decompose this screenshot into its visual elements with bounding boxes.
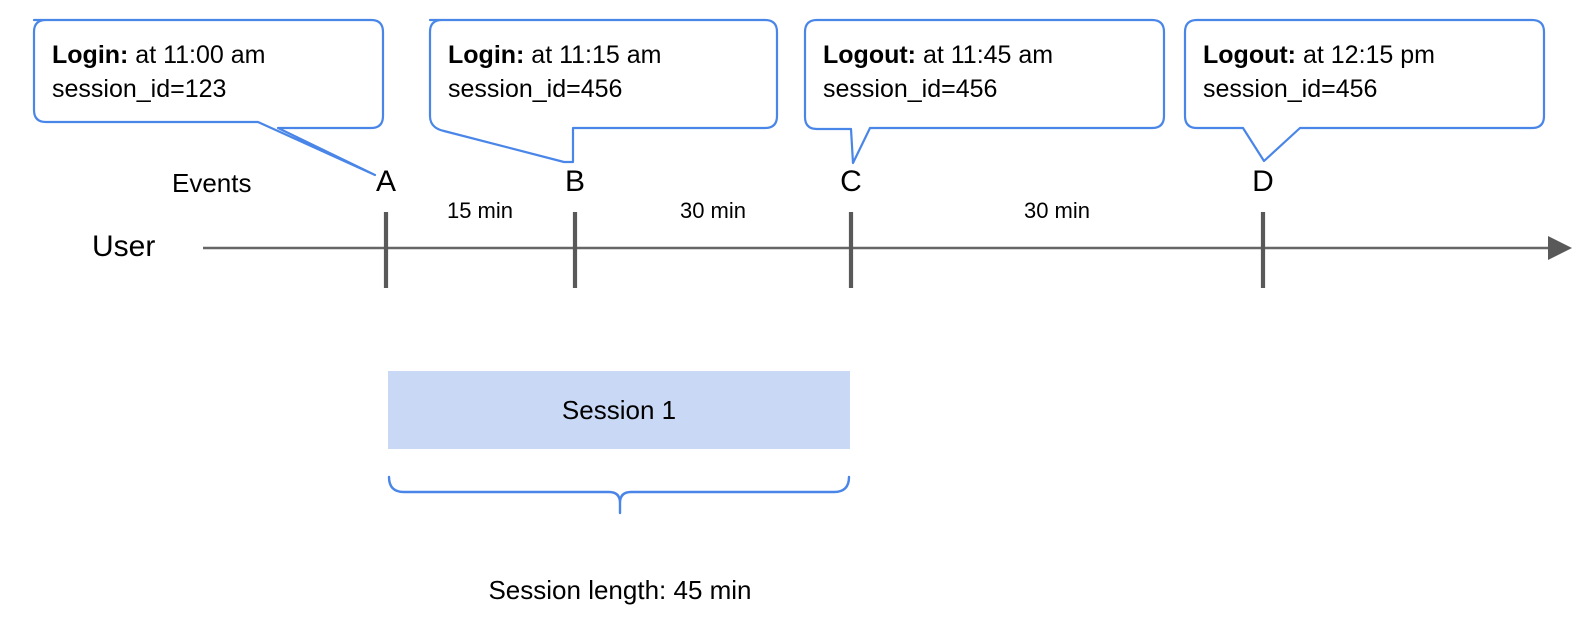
user-row-label: User: [92, 230, 156, 263]
callout-a-bubble: [32, 18, 385, 177]
session-bar: Session 1: [388, 371, 850, 449]
callout-c-bubble: [803, 18, 1166, 165]
callout-c-session: session_id=456: [823, 75, 998, 103]
marker-label-a: A: [375, 165, 396, 198]
marker-label-c: C: [840, 165, 862, 198]
callout-d-session: session_id=456: [1203, 75, 1378, 103]
callout-d-event-type: Logout:: [1203, 41, 1297, 69]
callout-a-session: session_id=123: [52, 75, 227, 103]
session-bar-label: Session 1: [561, 394, 677, 425]
duration-label-bc: 30 min: [679, 198, 747, 223]
duration-label-ab: 15 min: [446, 198, 514, 223]
session-length-brace: [387, 475, 851, 515]
timeline-arrowhead-icon: [1548, 236, 1572, 260]
callout-b-session: session_id=456: [448, 75, 623, 103]
callout-c-text: Logout: at 11:45 am session_id=456: [823, 38, 1053, 106]
callout-d-time: at 12:15 pm: [1296, 41, 1435, 69]
callout-a-time: at 11:00 am: [128, 41, 266, 69]
callout-c-event-type: Logout:: [823, 41, 917, 69]
marker-label-d: D: [1252, 165, 1274, 198]
callout-b-time: at 11:15 am: [524, 41, 662, 69]
callout-b-bubble: [428, 18, 779, 164]
callout-b-text: Login: at 11:15 am session_id=456: [448, 38, 661, 106]
callout-a-event-type: Login:: [52, 41, 129, 69]
callout-d-bubble: [1183, 18, 1546, 163]
callout-c-time: at 11:45 am: [916, 41, 1054, 69]
session-length-caption: Session length: 45 min: [488, 575, 752, 605]
callout-d-text: Logout: at 12:15 pm session_id=456: [1203, 38, 1435, 106]
duration-label-cd: 30 min: [1023, 198, 1091, 223]
marker-label-b: B: [564, 165, 585, 198]
callout-a-text: Login: at 11:00 am session_id=123: [52, 38, 265, 106]
callout-b-event-type: Login:: [448, 41, 525, 69]
events-row-label: Events: [172, 168, 252, 198]
